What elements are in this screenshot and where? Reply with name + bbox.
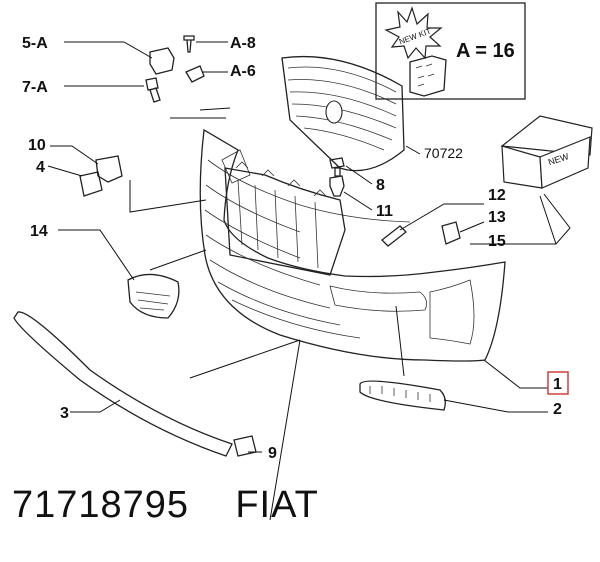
footer-part-number: 71718795	[12, 484, 190, 526]
label-15: 15	[488, 233, 506, 250]
label-9: 9	[268, 445, 277, 462]
crate-icon: NEW	[500, 115, 593, 189]
label-5a: 5-A	[22, 35, 48, 52]
bolt-11-icon	[329, 175, 345, 197]
bolt-7a-icon	[145, 77, 161, 103]
label-7a: 7-A	[22, 79, 48, 96]
new-kit-starburst-icon	[384, 6, 443, 60]
insert-2-icon	[359, 380, 446, 411]
hardware-parts	[13, 35, 461, 457]
label-10: 10	[28, 137, 46, 154]
label-1-highlight	[547, 371, 569, 395]
kit-inset: NEW KIT A = 16	[375, 2, 526, 100]
leader-lines	[47, 41, 571, 521]
screw-12-icon	[381, 225, 407, 247]
footer-caption: 71718795 FIAT	[12, 484, 319, 527]
label-70722: 70722	[424, 145, 463, 161]
screw-a6-icon	[185, 65, 205, 83]
label-14: 14	[30, 223, 48, 240]
label-2: 2	[553, 401, 562, 418]
label-3: 3	[60, 405, 69, 422]
clip-9-icon	[233, 435, 257, 457]
part-labels: 5-A 7-A A-8 A-6 10 4 14 3 9 8 11 12 13 1…	[22, 35, 569, 462]
label-12: 12	[488, 187, 506, 204]
label-13: 13	[488, 209, 506, 226]
clip-13-icon	[441, 221, 461, 245]
front-bumper	[199, 128, 506, 362]
pad-4-icon	[79, 171, 103, 197]
label-8: 8	[376, 177, 385, 194]
kit-clips-icon	[409, 55, 447, 97]
screw-a8-icon	[183, 35, 195, 53]
clip-5a-icon	[149, 47, 175, 75]
radiator-grille	[281, 55, 405, 172]
label-11: 11	[376, 203, 393, 220]
fog-light-14-icon	[127, 273, 180, 319]
label-a8: A-8	[230, 35, 256, 52]
footer-brand: FIAT	[235, 484, 319, 526]
trim-strip-3-icon	[13, 311, 233, 457]
label-a6: A-6	[230, 63, 256, 80]
kit-quantity-text: A = 16	[456, 40, 515, 62]
label-1: 1	[553, 376, 562, 393]
label-4: 4	[36, 159, 45, 176]
